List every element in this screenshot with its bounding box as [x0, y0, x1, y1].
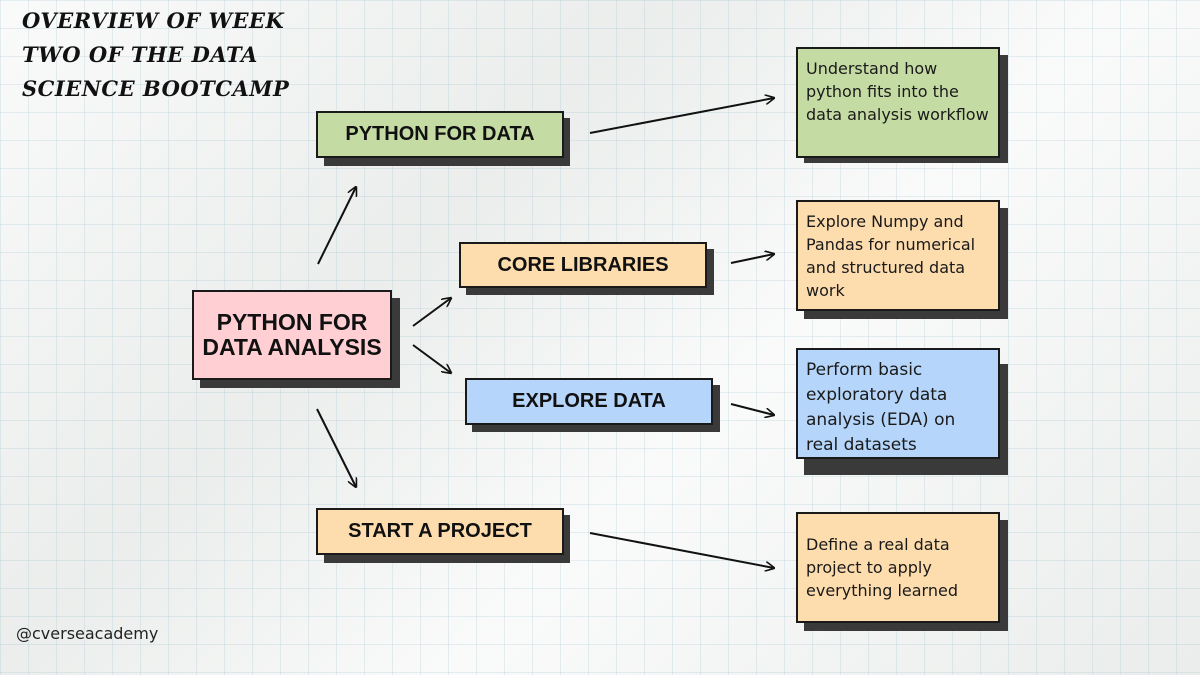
page-title: Overview of week two of the data science… — [22, 8, 290, 101]
topic-label: PYTHON FOR DATA — [345, 123, 535, 145]
arrow-center-to-explore-data — [412, 344, 451, 373]
arrow-explore-data-to-desc — [730, 403, 774, 415]
center-node-label: PYTHON FOR DATA ANALYSIS — [202, 309, 382, 360]
arrow-center-to-start-project — [316, 408, 356, 487]
description-text: Perform basic exploratory data analysis … — [806, 360, 956, 455]
description-text: Understand how python fits into the data… — [806, 59, 989, 124]
arrow-start-project-to-desc — [589, 532, 774, 568]
topic-label: EXPLORE DATA — [512, 390, 666, 412]
description-text: Define a real data project to apply ever… — [806, 535, 958, 600]
description-text: Explore Numpy and Pandas for numerical a… — [806, 212, 976, 300]
arrow-center-to-core-libraries — [412, 298, 451, 327]
topic-box-explore-data: EXPLORE DATA — [465, 378, 713, 425]
arrow-python-for-data-to-desc — [589, 98, 774, 134]
topic-box-core-libraries: CORE LIBRARIES — [459, 242, 707, 288]
description-box-python-for-data: Understand how python fits into the data… — [796, 47, 1000, 158]
topic-label: START A PROJECT — [348, 520, 532, 542]
arrow-center-to-python-for-data — [317, 187, 356, 265]
topic-box-python-for-data: PYTHON FOR DATA — [316, 111, 564, 158]
topic-label: CORE LIBRARIES — [497, 253, 669, 276]
description-box-core-libraries: Explore Numpy and Pandas for numerical a… — [796, 200, 1000, 311]
center-node: PYTHON FOR DATA ANALYSIS — [192, 290, 392, 380]
description-box-explore-data: Perform basic exploratory data analysis … — [796, 348, 1000, 459]
footer-handle: @cverseacademy — [16, 624, 159, 643]
description-box-start-a-project: Define a real data project to apply ever… — [796, 512, 1000, 623]
topic-box-start-a-project: START A PROJECT — [316, 508, 564, 555]
arrow-core-libraries-to-desc — [730, 254, 774, 264]
